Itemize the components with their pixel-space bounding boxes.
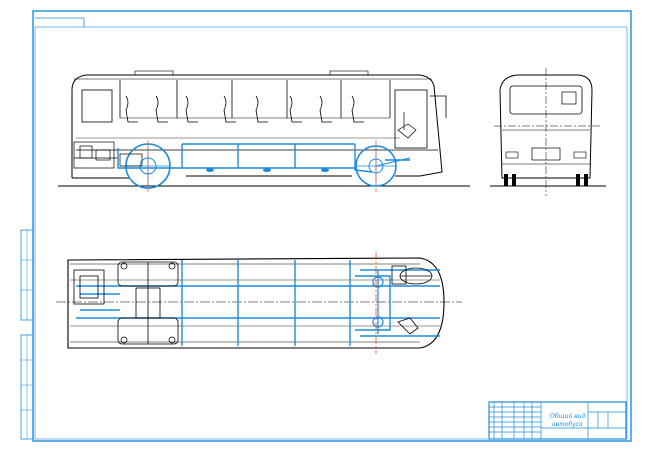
title-block-name-line1: Общий вид [550, 413, 586, 420]
front-wheel [355, 145, 411, 187]
side-view [58, 70, 470, 189]
title-block-name-line2: автобуса [552, 421, 583, 428]
side-view-centerlines [147, 140, 377, 192]
rear-wheel [119, 143, 171, 189]
sheet-frame [20, 10, 632, 442]
rear-view [490, 68, 606, 196]
title-block [488, 401, 627, 440]
top-view [56, 252, 462, 354]
